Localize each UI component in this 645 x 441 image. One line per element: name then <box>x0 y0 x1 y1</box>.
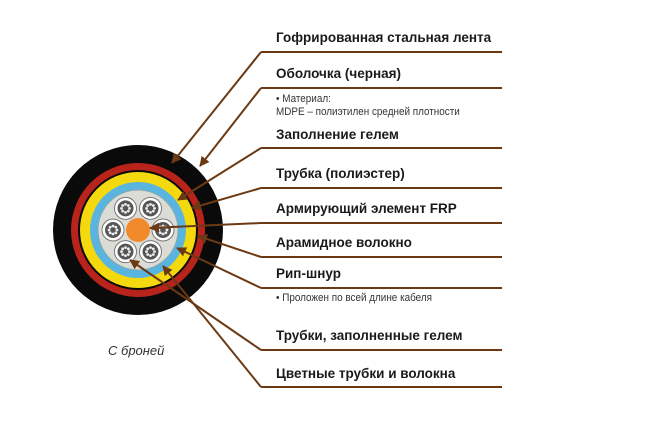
fiber <box>161 232 165 236</box>
fiber-bundle <box>117 243 134 260</box>
fiber <box>149 210 152 214</box>
label-outer-sheath: Оболочка (черная) <box>276 66 402 81</box>
fiber <box>124 246 127 250</box>
leader-arrow <box>197 234 262 258</box>
fiber <box>111 232 115 236</box>
fiber <box>146 209 150 213</box>
fiber <box>165 228 169 232</box>
leader-arrow <box>177 147 262 201</box>
fiber-bundle <box>105 222 121 238</box>
fiber <box>108 231 112 235</box>
fiber <box>114 231 118 235</box>
fiber <box>151 247 155 251</box>
fiber <box>149 202 152 206</box>
fiber <box>121 209 125 213</box>
leader-arrow <box>149 222 262 233</box>
fiber <box>120 250 123 254</box>
fiber <box>114 225 118 229</box>
leader-arrow <box>162 265 262 388</box>
fiber-bundle <box>142 243 159 260</box>
fiber <box>128 250 131 254</box>
fiber <box>164 231 168 235</box>
label-frp-strength-member: Армирующий элемент FRP <box>276 201 457 216</box>
fiber <box>108 225 112 229</box>
cable-rings <box>53 145 223 315</box>
fiber <box>157 228 161 232</box>
note-sheath-material-1: • Материал: <box>276 93 331 105</box>
fiber <box>158 231 162 235</box>
fiber <box>128 206 131 210</box>
fiber <box>145 206 148 210</box>
fiber <box>111 224 115 228</box>
label-aramid-yarn: Арамидное волокно <box>276 235 412 250</box>
fiber <box>124 254 127 258</box>
fiber <box>149 246 152 250</box>
note-sheath-material-2: MDPE – полиэтилен средней плотности <box>276 106 460 118</box>
note-rip-cord: • Проложен по всей длине кабеля <box>276 292 432 304</box>
leader-arrow <box>176 247 262 289</box>
leader-arrow <box>191 187 262 211</box>
fiber <box>126 253 130 256</box>
leader-arrow <box>199 87 262 167</box>
fiber <box>126 209 130 213</box>
fiber <box>126 204 130 207</box>
frp-strength-member <box>126 218 150 242</box>
fiber <box>146 204 150 207</box>
label-colored-tubes-fibers: Цветные трубки и волокна <box>276 366 456 381</box>
fiber <box>151 253 155 256</box>
fiber <box>121 204 125 207</box>
fiber <box>151 209 155 213</box>
fiber <box>124 210 127 214</box>
fiber <box>149 254 152 258</box>
fiber <box>121 253 125 256</box>
label-gel-filled-tubes: Трубки, заполненные гелем <box>276 328 463 343</box>
label-corrugated-steel-tape: Гофрированная стальная лента <box>276 30 492 45</box>
fiber <box>121 247 125 251</box>
fiber <box>145 250 148 254</box>
caption-armored: С броней <box>108 343 165 358</box>
fiber-bundle <box>142 200 159 217</box>
leader-lines <box>129 51 502 388</box>
label-polyester-tube: Трубка (полиэстер) <box>276 166 405 181</box>
label-rip-cord: Рип-шнур <box>276 266 341 281</box>
leader-arrow <box>171 51 262 164</box>
fiber <box>107 228 111 232</box>
fiber <box>153 250 156 254</box>
fiber-bundle <box>117 200 134 217</box>
fiber <box>126 247 130 251</box>
fiber <box>151 204 155 207</box>
fiber-bundle <box>155 222 171 238</box>
fiber <box>120 206 123 210</box>
fiber <box>115 228 119 232</box>
label-gel-filling: Заполнение гелем <box>276 127 399 142</box>
fiber <box>146 247 150 251</box>
fiber <box>146 253 150 256</box>
fiber <box>124 202 127 206</box>
fiber <box>153 206 156 210</box>
